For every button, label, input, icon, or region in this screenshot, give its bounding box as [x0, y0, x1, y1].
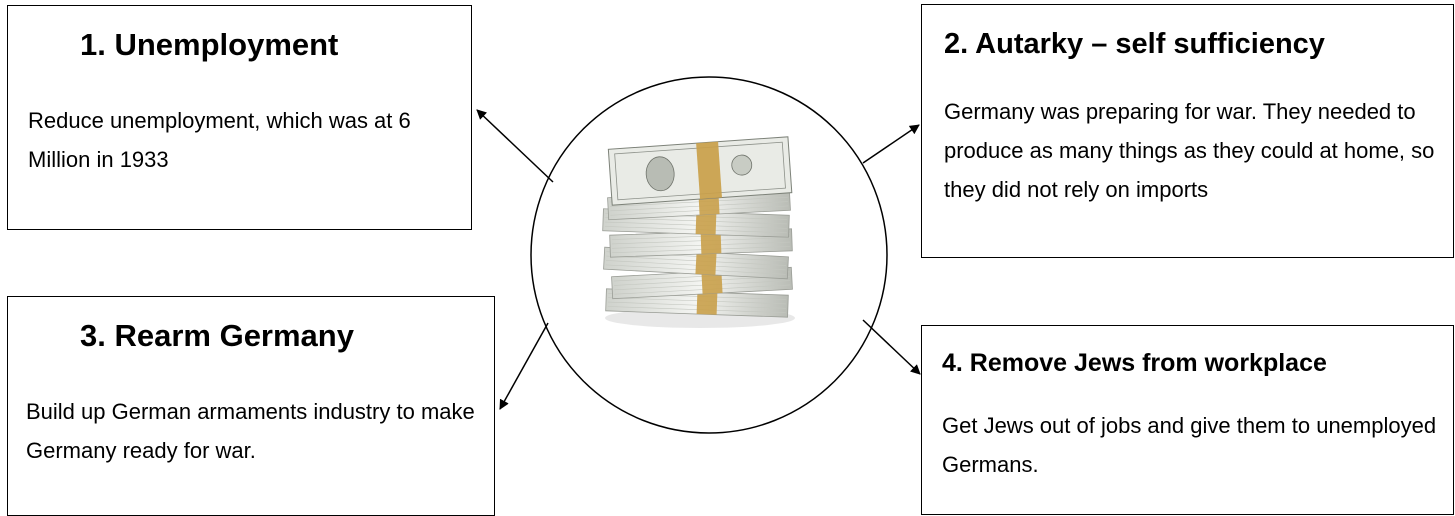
remove-jews-text: Get Jews out of jobs and give them to un… — [942, 413, 1437, 477]
autarky-title: 2. Autarky – self sufficiency — [944, 28, 1325, 60]
arrow-to-rearm — [499, 322, 549, 410]
rearm-title: 3. Rearm Germany — [80, 318, 354, 353]
remove-jews-box: 4. Remove Jews from workplace Get Jews o… — [921, 325, 1454, 515]
rearm-box: 3. Rearm Germany Build up German armamen… — [7, 296, 495, 516]
arrow-to-remove-jews — [862, 319, 921, 375]
arrow-to-autarky — [862, 124, 920, 164]
money-stack-icon — [602, 136, 795, 328]
arrow-to-unemployment — [476, 109, 554, 183]
unemployment-box: 1. Unemployment Reduce unemployment, whi… — [7, 5, 472, 230]
rearm-text: Build up German armaments industry to ma… — [26, 399, 475, 463]
unemployment-title: 1. Unemployment — [80, 27, 339, 62]
remove-jews-title: 4. Remove Jews from workplace — [942, 349, 1327, 377]
autarky-text: Germany was preparing for war. They need… — [944, 99, 1435, 202]
autarky-box: 2. Autarky – self sufficiency Germany wa… — [921, 4, 1454, 258]
unemployment-text: Reduce unemployment, which was at 6 Mill… — [28, 108, 411, 172]
